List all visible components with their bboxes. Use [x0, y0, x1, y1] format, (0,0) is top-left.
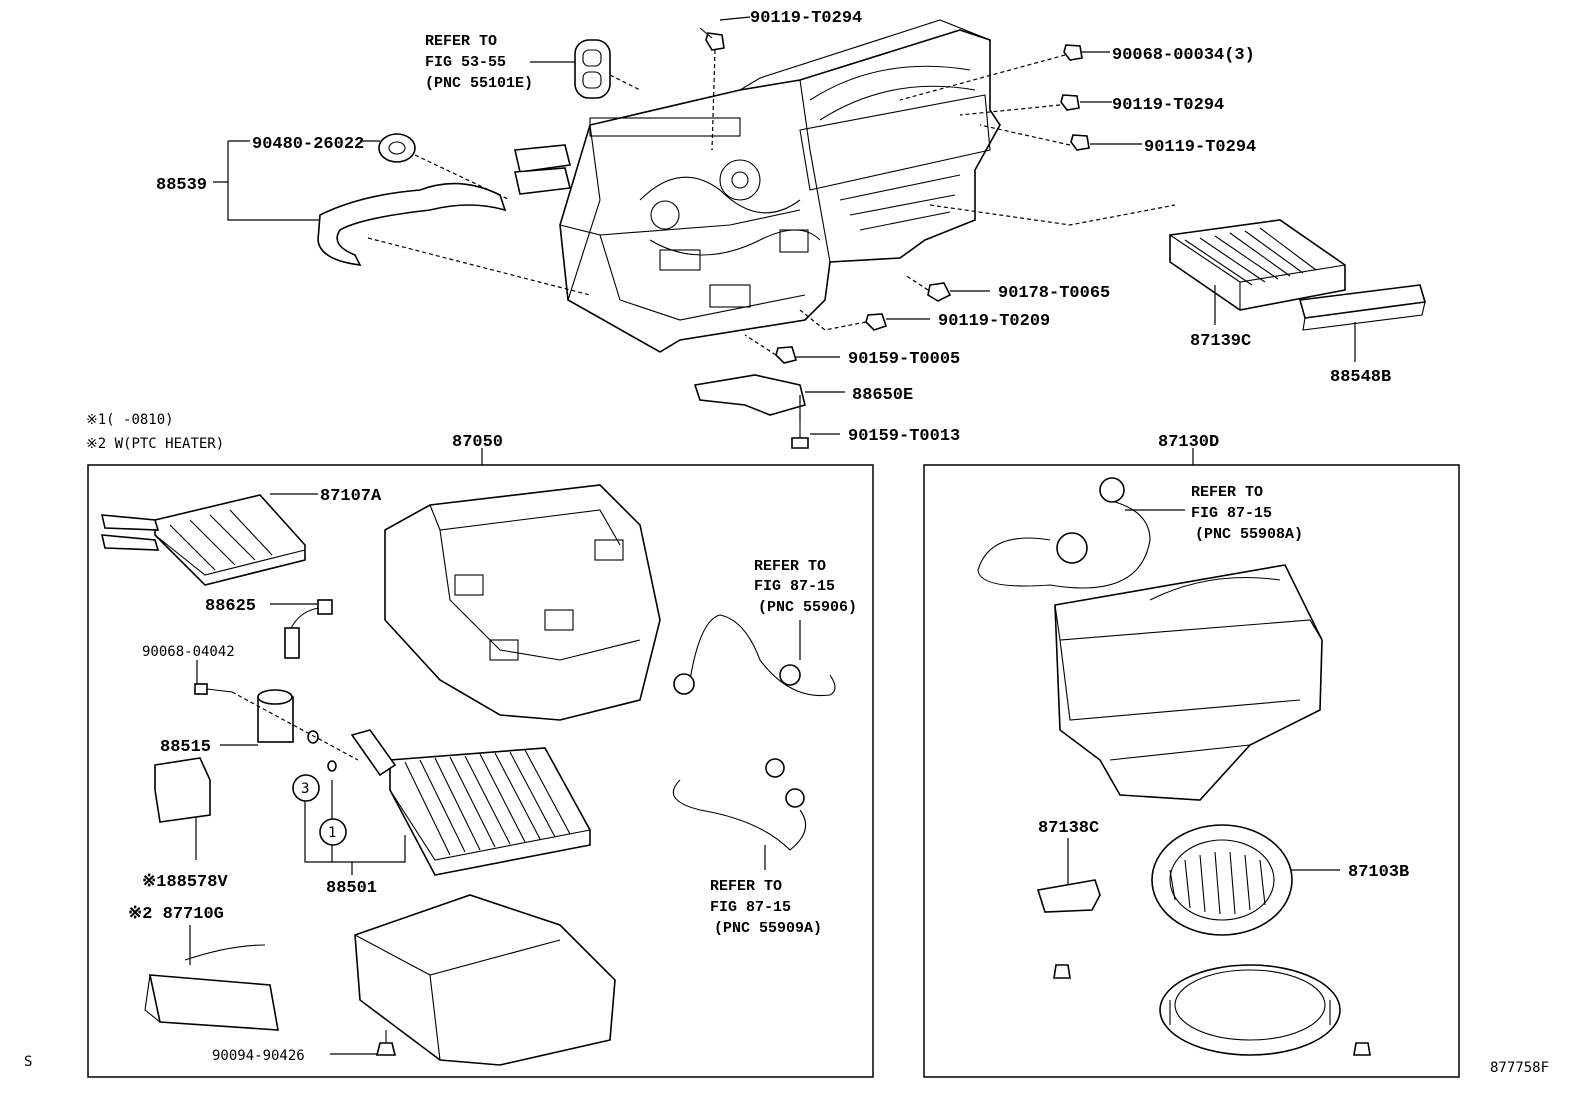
callout-circle-3: [292, 774, 320, 802]
bolt-icon: [1060, 94, 1080, 111]
o-ring-icon: [307, 730, 319, 744]
sensor-88625-illustration: [284, 599, 333, 659]
bolt-icon: [1063, 44, 1083, 61]
refer-note-55909a-line1: REFER TO: [710, 878, 782, 895]
wire-harness-55909a-illustration: [672, 758, 807, 851]
part-number-90068-04042: 90068-04042: [142, 644, 235, 660]
callout-3-text: 3: [301, 781, 309, 797]
refer-note-55909a-line2: FIG 87-15: [710, 899, 791, 916]
ref-line: [609, 74, 641, 91]
refer-note-55909a-line3: (PNC 55909A): [714, 920, 822, 937]
part-number-90119-t0294-right1: 90119-T0294: [1112, 96, 1224, 115]
part-number-88650e: 88650E: [852, 386, 913, 405]
corner-mark: S: [24, 1054, 32, 1070]
group-label-87050: 87050: [452, 433, 503, 452]
screw-icon: [791, 422, 809, 449]
blower-case-87130d-illustration: [1054, 564, 1323, 801]
ref-line: [711, 49, 716, 151]
part-number-90159-t0005: 90159-T0005: [848, 350, 960, 369]
part-number-88548b: 88548B: [1330, 368, 1391, 387]
case-cover-illustration: [354, 894, 616, 1066]
leader-88539: [213, 140, 320, 221]
screw-icon: [1353, 1042, 1371, 1056]
part-number-88578v: ※188578V: [142, 873, 228, 892]
part-number-87103b: 87103B: [1348, 863, 1409, 882]
ref-line: [979, 124, 1071, 146]
part-number-90119-t0294-top: 90119-T0294: [750, 9, 862, 28]
refer-note-55906-line2: FIG 87-15: [754, 578, 835, 595]
heater-core-87107a-illustration: [100, 494, 306, 586]
grommet-illustration: [378, 133, 416, 163]
block-88578v-illustration: [154, 757, 211, 823]
bolt-icon: [865, 313, 888, 331]
refer-note-55906-line3: (PNC 55906): [758, 599, 857, 616]
ref-line: [799, 309, 867, 331]
callout-1-text: 1: [328, 825, 336, 841]
ref-line: [899, 54, 1066, 101]
servo-wire-55908a-illustration: [977, 477, 1151, 589]
case-87050-illustration: [384, 484, 661, 721]
part-number-88515: 88515: [160, 738, 211, 757]
ref-line: [744, 334, 777, 356]
ref-line: [231, 691, 359, 761]
figure-id: 877758F: [1490, 1060, 1549, 1076]
refer-note-53-55-line2: FIG 53-55: [425, 54, 506, 71]
callout-circle-1: [319, 818, 347, 846]
refer-note-55908a-line3: (PNC 55908A): [1195, 526, 1303, 543]
part-number-87107a: 87107A: [320, 487, 382, 506]
part-number-88539: 88539: [156, 176, 207, 195]
seal-55101e-illustration: [574, 39, 611, 99]
bolt-icon: [1070, 134, 1090, 151]
leader: [719, 16, 751, 21]
ref-line: [414, 154, 511, 201]
bolt-icon: [699, 27, 725, 51]
motor-housing-illustration: [1159, 964, 1341, 1056]
group-label-87130d: 87130D: [1158, 433, 1219, 452]
filter-cover-88548b-illustration: [1298, 284, 1427, 331]
refer-note-53-55-line1: REFER TO: [425, 33, 497, 50]
part-number-90159-t0013: 90159-T0013: [848, 427, 960, 446]
ref-line: [367, 237, 591, 296]
part-number-90119-t0294-right2: 90119-T0294: [1144, 138, 1256, 157]
refer-note-55908a-line2: FIG 87-15: [1191, 505, 1272, 522]
footnote-1: ※1( -0810): [86, 412, 174, 428]
expansion-valve-88515-illustration: [257, 689, 294, 743]
refer-note-55906-line1: REFER TO: [754, 558, 826, 575]
part-number-90480-26022: 90480-26022: [252, 135, 364, 154]
o-ring-icon: [327, 760, 337, 772]
part-number-88625: 88625: [205, 597, 256, 616]
footnote-2: ※2 W(PTC HEATER): [86, 436, 224, 452]
screw-icon: [1053, 964, 1071, 979]
bolt-icon: [194, 683, 233, 695]
ref-line: [929, 204, 1176, 226]
group-box-87050: [87, 464, 874, 1078]
screw-icon: [375, 1030, 397, 1056]
part-number-87710g: ※2 87710G: [128, 905, 224, 924]
wire-harness-55906-illustration: [673, 614, 836, 697]
leader: [799, 391, 845, 422]
ref-line: [959, 104, 1061, 116]
part-number-90094-90426: 90094-90426: [212, 1048, 305, 1064]
part-number-90178-t0065: 90178-T0065: [998, 284, 1110, 303]
refer-note-55908a-line1: REFER TO: [1191, 484, 1263, 501]
part-number-88501: 88501: [326, 879, 377, 898]
blower-motor-87103b-illustration: [1151, 824, 1293, 936]
part-number-90119-t0209: 90119-T0209: [938, 312, 1050, 331]
resistor-87138c-illustration: [1036, 879, 1101, 913]
part-number-90068-00034: 90068-00034(3): [1112, 46, 1255, 65]
evaporator-88501-illustration: [350, 729, 591, 876]
refer-note-53-55-line3: (PNC 55101E): [425, 75, 533, 92]
part-number-87139c: 87139C: [1190, 332, 1251, 351]
air-filter-87139c-illustration: [1169, 219, 1346, 311]
ptc-heater-87710g-illustration: [144, 944, 279, 1031]
drain-hose-illustration: [317, 182, 507, 266]
group-box-87130d: [923, 464, 1460, 1078]
bolt-icon: [775, 346, 798, 364]
main-unit-assembly-illustration: [514, 19, 1001, 353]
nut-icon: [927, 282, 952, 302]
part-number-87138c: 87138C: [1038, 819, 1099, 838]
bracket-88650e-illustration: [693, 374, 806, 416]
ref-line: [904, 274, 929, 291]
